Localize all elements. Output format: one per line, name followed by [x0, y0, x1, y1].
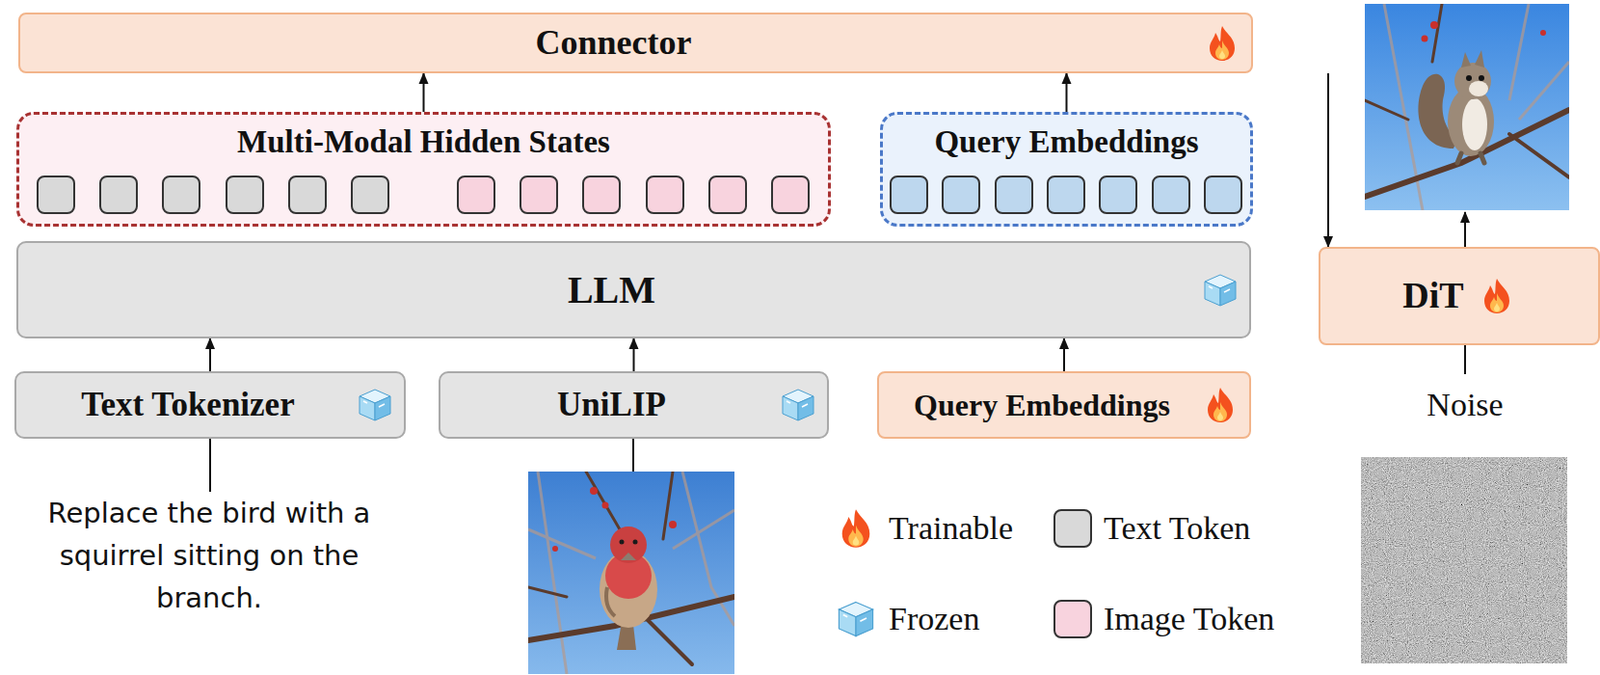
hidden-states-box: Multi-Modal Hidden States: [16, 111, 831, 227]
noise-line: [1464, 345, 1467, 374]
bird-photo: [528, 471, 735, 674]
image-input-line: [632, 438, 635, 472]
token-square: [456, 175, 496, 214]
token-square: [1046, 175, 1086, 214]
query-output-box: Query Embeddings: [880, 111, 1254, 227]
dit-box: DiT: [1318, 246, 1600, 346]
box-title: Query Embeddings: [933, 124, 1199, 161]
box-title: Text Tokenizer: [80, 385, 294, 425]
trainable-icon: [1200, 385, 1240, 425]
token-square: [519, 175, 559, 214]
trainable-icon: [1477, 276, 1517, 316]
token-square: [99, 175, 138, 214]
token-square: [645, 175, 685, 214]
flow-arrow: [1327, 73, 1330, 247]
box-title: UniLIP: [557, 385, 667, 425]
flow-arrow: [423, 73, 426, 112]
query-input-box: Query Embeddings: [877, 371, 1252, 439]
legend-text: Image Token: [1103, 600, 1275, 638]
legend-item: Text Token: [1053, 505, 1251, 552]
box-title: LLM: [567, 267, 656, 313]
llm-box: LLM: [16, 240, 1252, 339]
token-square: [994, 175, 1034, 214]
token-square: [941, 175, 981, 214]
frozen-icon: [778, 385, 818, 425]
legend-text: Text Token: [1103, 509, 1251, 547]
token-square: [350, 175, 390, 214]
noise-image: [1360, 456, 1568, 664]
box-title: Connector: [535, 23, 693, 63]
squirrel-photo: [1364, 3, 1570, 211]
trainable-icon: [834, 506, 878, 550]
token-square: [582, 175, 621, 214]
legend-text: Frozen: [888, 600, 980, 638]
flow-arrow: [1066, 73, 1068, 112]
noise-label: Noise: [1378, 385, 1552, 425]
flow-arrow: [1063, 338, 1066, 372]
legend-text: Trainable: [888, 509, 1014, 547]
output-arrow: [1464, 212, 1467, 247]
tokenizer-box: Text Tokenizer: [14, 371, 406, 439]
legend-swatch: [1053, 599, 1093, 639]
token-square: [36, 175, 76, 214]
instruction-text: Replace the bird with a squirrel sitting…: [26, 491, 393, 619]
box-title: Query Embeddings: [913, 387, 1171, 424]
legend-item: Frozen: [834, 595, 980, 642]
frozen-icon: [834, 597, 878, 640]
flow-arrow: [209, 338, 212, 372]
token-square: [1203, 175, 1243, 214]
text-input-line: [209, 438, 212, 492]
trainable-icon: [1202, 24, 1242, 63]
token-square: [161, 175, 201, 214]
legend-swatch: [1053, 508, 1093, 548]
token-square: [1098, 175, 1138, 214]
encoder-box: UniLIP: [438, 371, 829, 439]
box-title: DiT: [1402, 274, 1464, 318]
frozen-icon: [355, 385, 395, 425]
token-square: [889, 175, 929, 214]
legend-item: Trainable: [834, 505, 1014, 552]
token-square: [708, 175, 747, 214]
connector-box: Connector: [18, 12, 1254, 74]
box-title: Multi-Modal Hidden States: [237, 124, 611, 161]
token-square: [771, 175, 810, 214]
token-square: [288, 175, 327, 214]
flow-arrow: [633, 338, 636, 372]
token-square: [225, 175, 265, 214]
title-row: DiT: [1402, 274, 1516, 318]
token-square: [1151, 175, 1191, 214]
legend-item: Image Token: [1053, 595, 1275, 642]
frozen-icon: [1200, 270, 1240, 310]
